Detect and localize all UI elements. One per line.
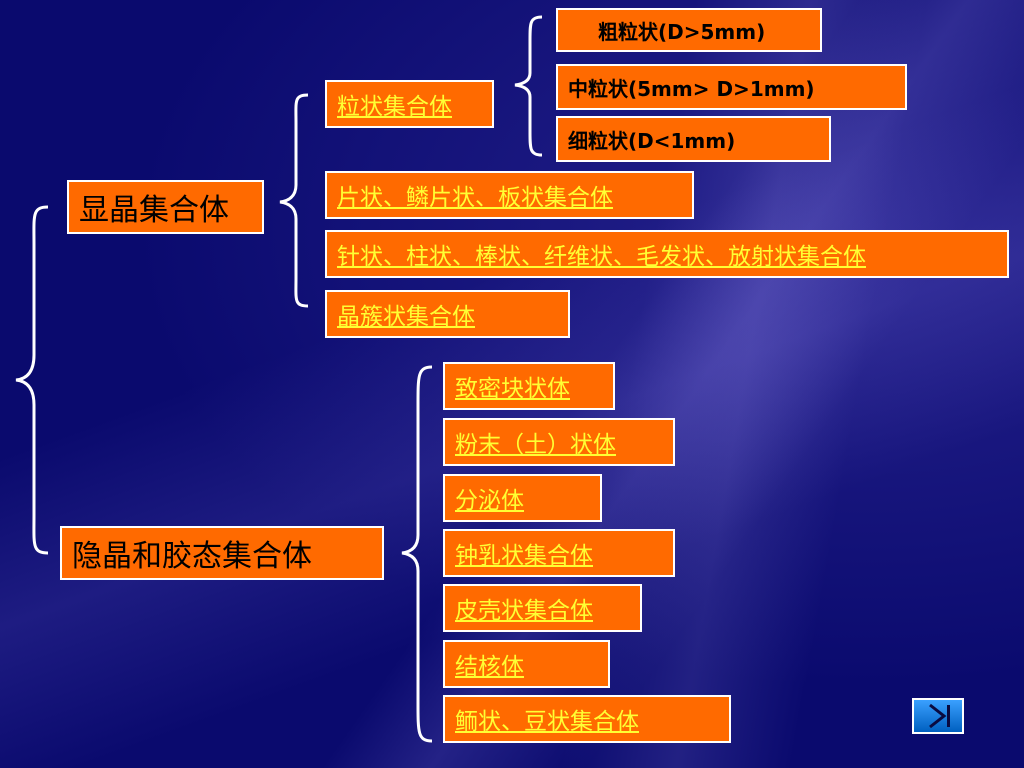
group2-brace bbox=[401, 365, 433, 743]
nav-end-button[interactable] bbox=[912, 698, 964, 734]
link-druse[interactable]: 晶簇状集合体 bbox=[325, 290, 570, 338]
size-medium: 中粒状(5mm> D>1mm) bbox=[556, 64, 907, 110]
link-acicular[interactable]: 针状、柱状、棒状、纤维状、毛发状、放射状集合体 bbox=[325, 230, 1009, 278]
granular-brace bbox=[514, 15, 543, 157]
group1-brace bbox=[279, 93, 309, 308]
link-crust[interactable]: 皮壳状集合体 bbox=[443, 584, 642, 632]
link-granular[interactable]: 粒状集合体 bbox=[325, 80, 494, 128]
link-nodule[interactable]: 结核体 bbox=[443, 640, 610, 688]
play-end-icon bbox=[929, 703, 950, 729]
link-secretion[interactable]: 分泌体 bbox=[443, 474, 602, 522]
link-flaky[interactable]: 片状、鳞片状、板状集合体 bbox=[325, 171, 694, 219]
link-dense-massive[interactable]: 致密块状体 bbox=[443, 362, 615, 410]
size-fine: 细粒状(D<1mm) bbox=[556, 116, 831, 162]
root-brace bbox=[15, 205, 49, 555]
group2-label: 隐晶和胶态集合体 bbox=[60, 526, 384, 580]
link-powdery[interactable]: 粉末（土）状体 bbox=[443, 418, 675, 466]
link-oolitic[interactable]: 鲕状、豆状集合体 bbox=[443, 695, 731, 743]
link-stalactitic[interactable]: 钟乳状集合体 bbox=[443, 529, 675, 577]
size-coarse: 粗粒状(D>5mm) bbox=[556, 8, 822, 52]
group1-label: 显晶集合体 bbox=[67, 180, 264, 234]
